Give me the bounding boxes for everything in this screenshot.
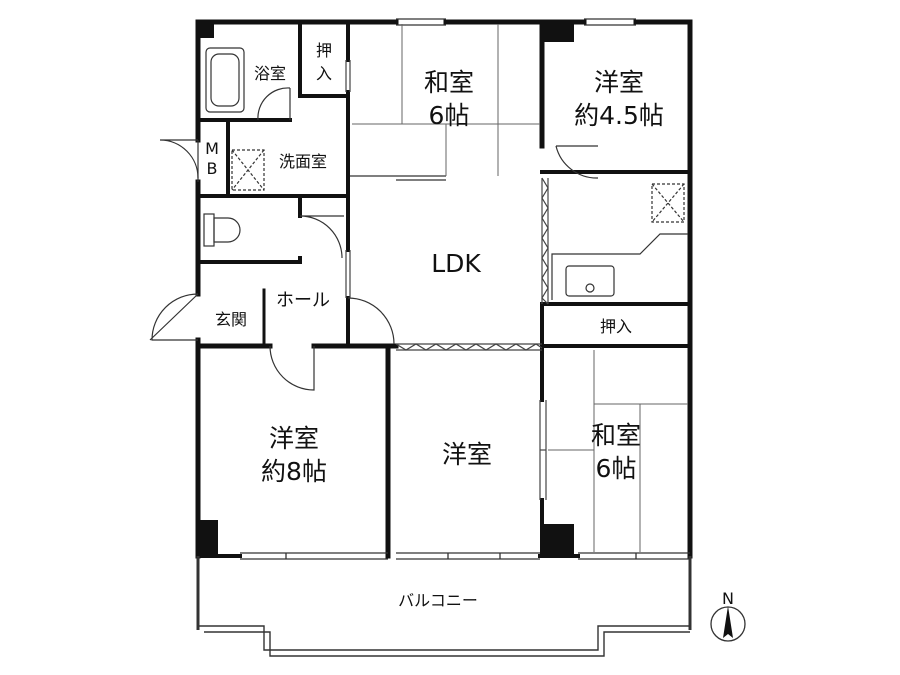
label-mb-1: M <box>205 139 219 158</box>
room-label-closet-top-2: 入 <box>316 64 332 83</box>
room-label-washroom: 洗面室 <box>279 152 327 171</box>
compass-label: N <box>722 589 734 608</box>
room-labels: 浴室 押 入 和室 6帖 洋室 約4.5帖 M B 洗面室 LDK ホール 玄関… <box>205 41 664 610</box>
tatami-pattern <box>352 24 688 552</box>
room-size-yoshitsu-southwest: 約8帖 <box>261 457 327 486</box>
room-label-yoshitsu-center: 洋室 <box>442 440 492 469</box>
room-size-washitsu-southeast: 6帖 <box>596 454 637 483</box>
room-label-bath: 浴室 <box>254 64 286 83</box>
room-label-hall: ホール <box>276 290 330 311</box>
room-label-balcony: バルコニー <box>398 591 478 610</box>
sliding-doors <box>345 60 549 500</box>
swing-doors <box>149 87 599 391</box>
windows <box>240 18 690 560</box>
label-mb-2: B <box>207 159 218 178</box>
room-label-yoshitsu-southwest: 洋室 <box>269 424 319 453</box>
room-label-ldk: LDK <box>431 249 481 278</box>
room-label-closet-right: 押入 <box>600 317 632 336</box>
room-label-washitsu-southeast: 和室 <box>591 421 641 450</box>
room-label-closet-top-1: 押 <box>316 41 332 60</box>
room-label-yoshitsu-northeast: 洋室 <box>594 68 644 97</box>
room-label-entrance: 玄関 <box>215 310 247 329</box>
balcony-outline <box>196 556 692 657</box>
room-label-washitsu-north: 和室 <box>424 68 474 97</box>
north-arrow-icon: N <box>710 589 746 642</box>
structural-columns <box>196 20 574 556</box>
room-size-washitsu-north: 6帖 <box>429 101 470 130</box>
room-size-yoshitsu-northeast: 約4.5帖 <box>574 101 664 130</box>
walls <box>195 19 693 559</box>
fixtures <box>203 47 688 300</box>
